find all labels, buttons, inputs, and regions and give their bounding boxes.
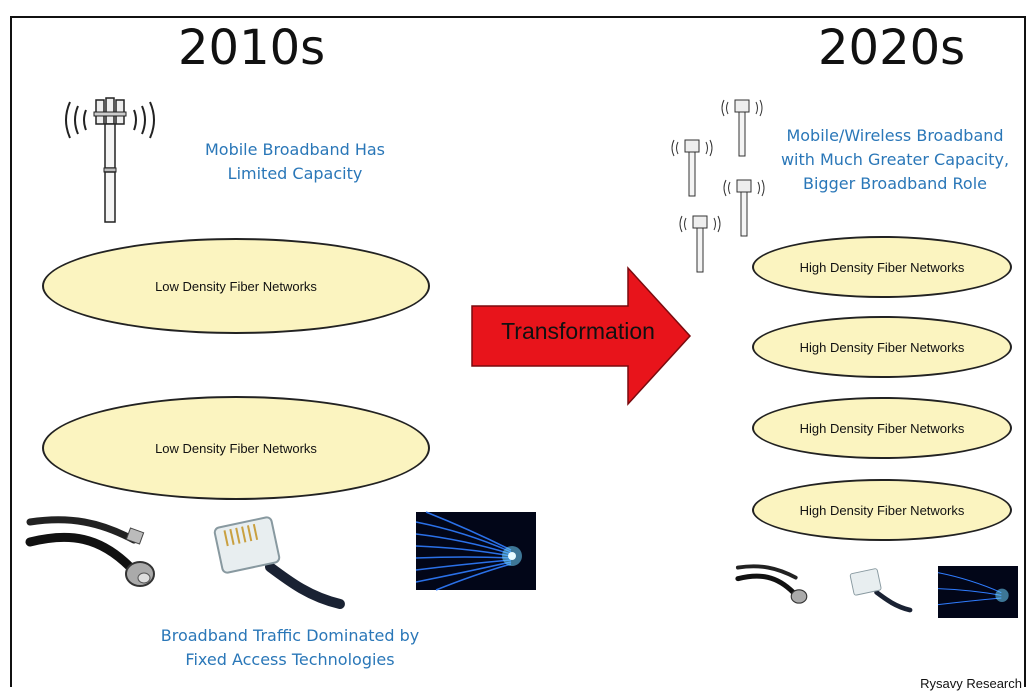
ellipse-label: High Density Fiber Networks xyxy=(799,259,965,275)
right-caption-line1: Mobile/Wireless Broadband xyxy=(786,126,1004,145)
cell-tower-icon xyxy=(671,139,713,197)
cell-tower-icon xyxy=(65,97,155,223)
left-footer-line1: Broadband Traffic Dominated by xyxy=(160,626,420,645)
low-density-fiber-ellipse-bottom: Low Density Fiber Networks xyxy=(42,396,430,500)
title-2020s: 2020s xyxy=(818,20,966,76)
high-density-fiber-ellipse-1: High Density Fiber Networks xyxy=(752,236,1012,298)
coax-cable-icon xyxy=(735,564,808,604)
high-density-fiber-ellipse-3: High Density Fiber Networks xyxy=(752,397,1012,459)
left-caption-line2: Limited Capacity xyxy=(227,164,363,183)
ellipse-label: High Density Fiber Networks xyxy=(799,502,965,518)
left-footer-caption: Broadband Traffic Dominated by Fixed Acc… xyxy=(130,624,450,672)
left-caption: Mobile Broadband Has Limited Capacity xyxy=(180,138,410,186)
left-caption-line1: Mobile Broadband Has xyxy=(204,140,386,159)
ellipse-label: Low Density Fiber Networks xyxy=(155,440,317,456)
ellipse-label: High Density Fiber Networks xyxy=(799,420,965,436)
coax-cable-icon xyxy=(25,516,155,587)
cell-tower-icon xyxy=(679,215,721,273)
transformation-label: Transformation xyxy=(501,318,655,344)
cell-tower-icon xyxy=(723,179,765,237)
high-density-fiber-ellipse-4: High Density Fiber Networks xyxy=(752,479,1012,541)
diagram-frame xyxy=(10,16,1026,687)
low-density-fiber-ellipse-top: Low Density Fiber Networks xyxy=(42,238,430,334)
fiber-optic-icon xyxy=(415,511,536,591)
left-footer-line2: Fixed Access Technologies xyxy=(185,650,395,669)
right-caption-line3: Bigger Broadband Role xyxy=(802,174,987,193)
ellipse-label: Low Density Fiber Networks xyxy=(155,278,317,294)
credit-label: Rysavy Research xyxy=(920,676,1022,691)
phone-jack-icon xyxy=(849,568,913,613)
transformation-arrow xyxy=(471,266,692,406)
high-density-fiber-ellipse-2: High Density Fiber Networks xyxy=(752,316,1012,378)
cell-tower-icon xyxy=(721,99,763,157)
ellipse-label: High Density Fiber Networks xyxy=(799,339,965,355)
fiber-optic-icon xyxy=(937,566,1018,618)
title-2010s: 2010s xyxy=(178,20,326,76)
phone-jack-icon xyxy=(213,516,345,609)
right-caption-line2: with Much Greater Capacity, xyxy=(780,150,1010,169)
right-caption: Mobile/Wireless Broadband with Much Grea… xyxy=(764,124,1026,196)
